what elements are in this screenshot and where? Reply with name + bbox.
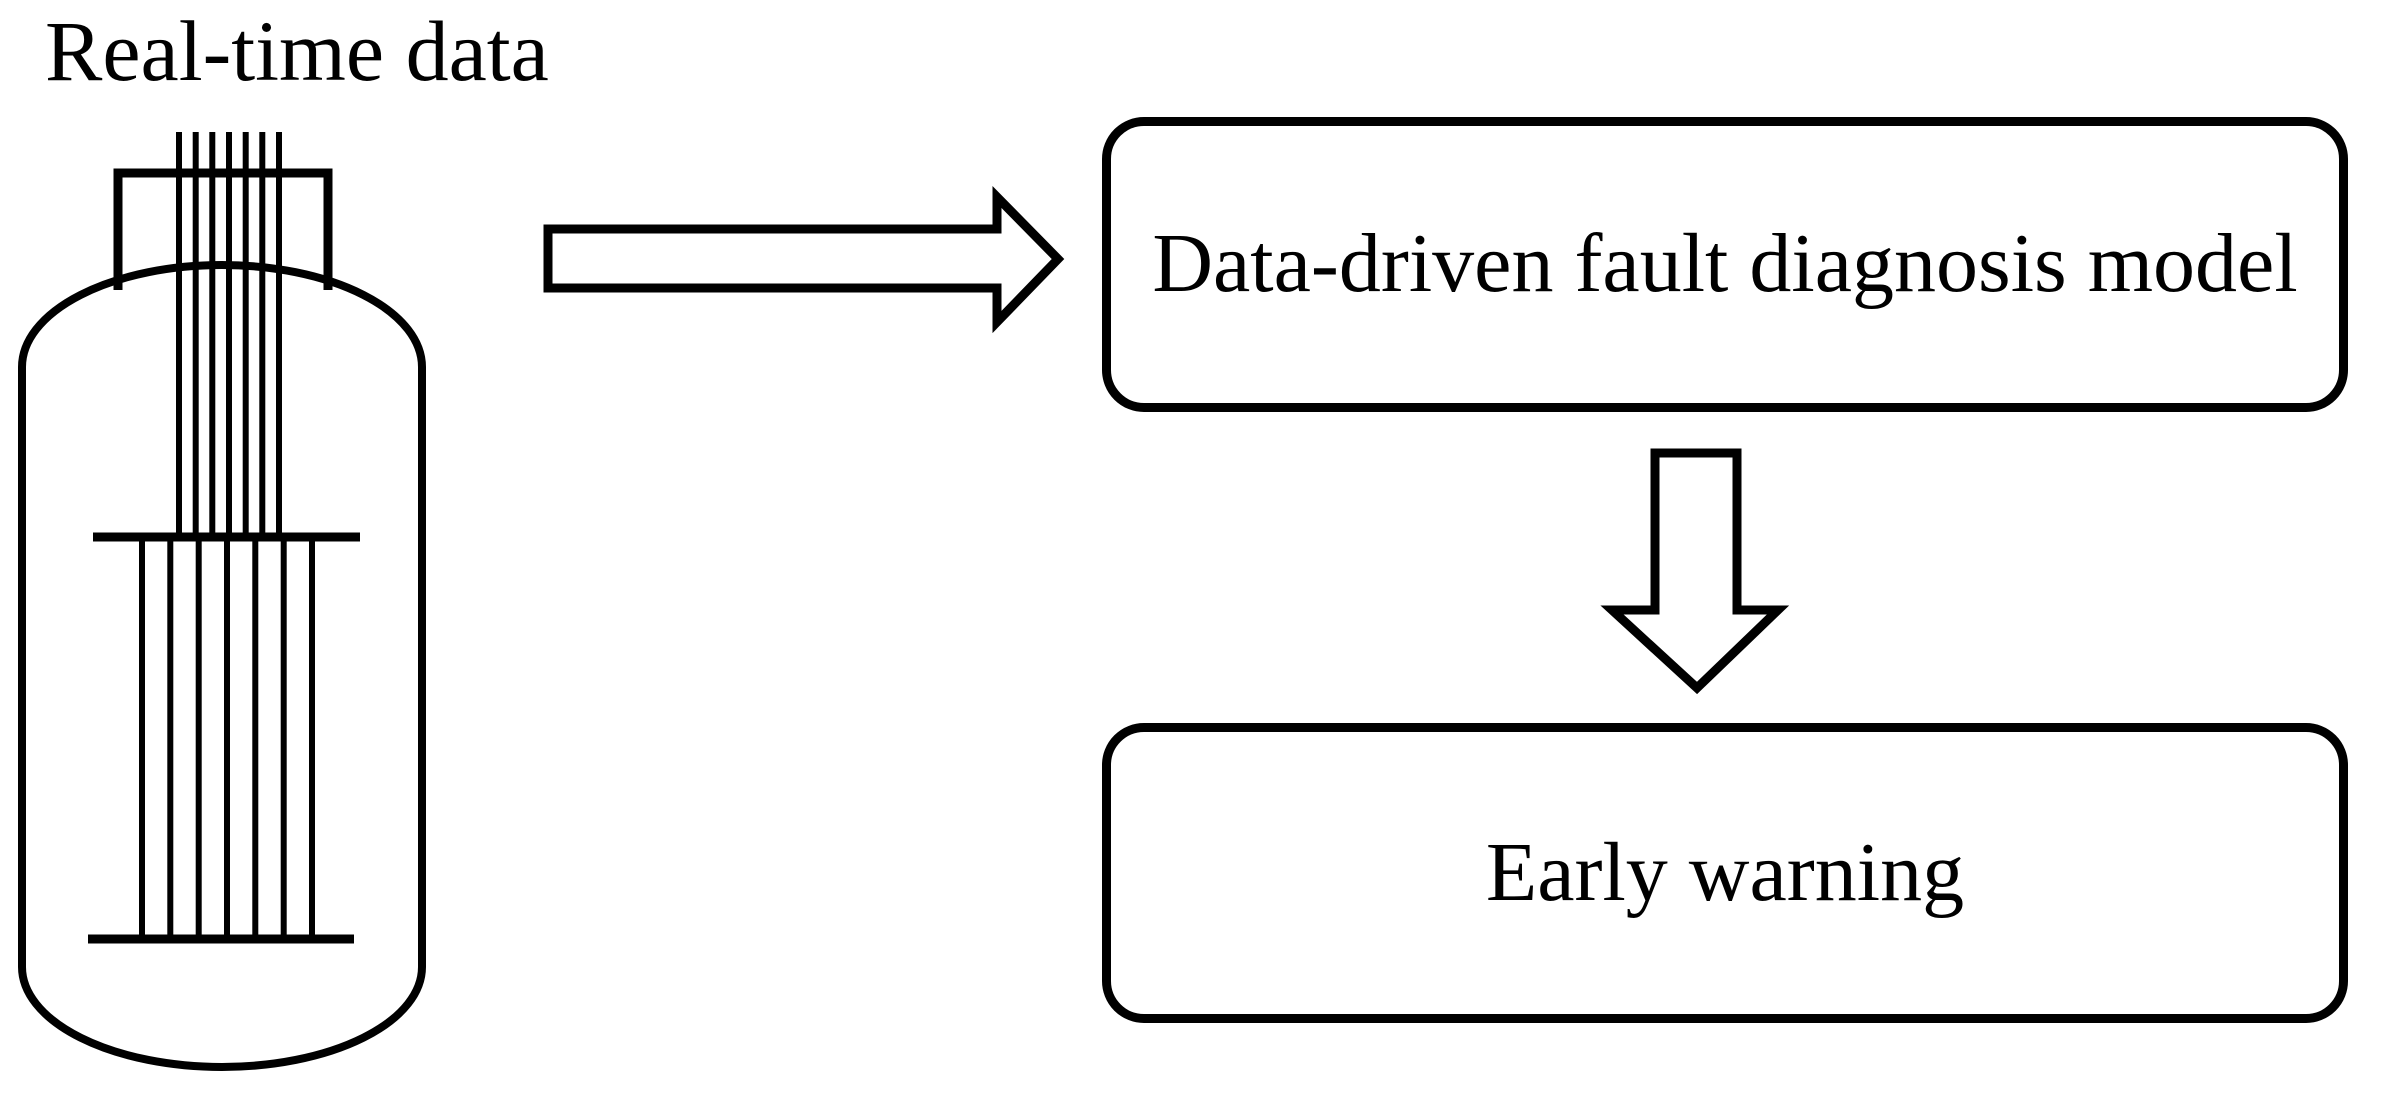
model-box-label: Data-driven fault diagnosis model <box>1152 217 2298 311</box>
down-block-arrow-icon <box>1600 448 1790 695</box>
warning-box: Early warning <box>1102 723 2348 1023</box>
warning-box-label: Early warning <box>1485 825 1965 919</box>
right-block-arrow-icon <box>543 186 1065 334</box>
model-box: Data-driven fault diagnosis model <box>1102 117 2348 412</box>
reactor-vessel-icon <box>18 132 426 1071</box>
realtime-data-label: Real-time data <box>45 3 549 99</box>
control-rod-lines <box>176 132 282 537</box>
vessel-outline <box>18 261 426 1071</box>
fuel-assembly-lines <box>139 537 315 939</box>
vessel-cap <box>113 168 333 290</box>
